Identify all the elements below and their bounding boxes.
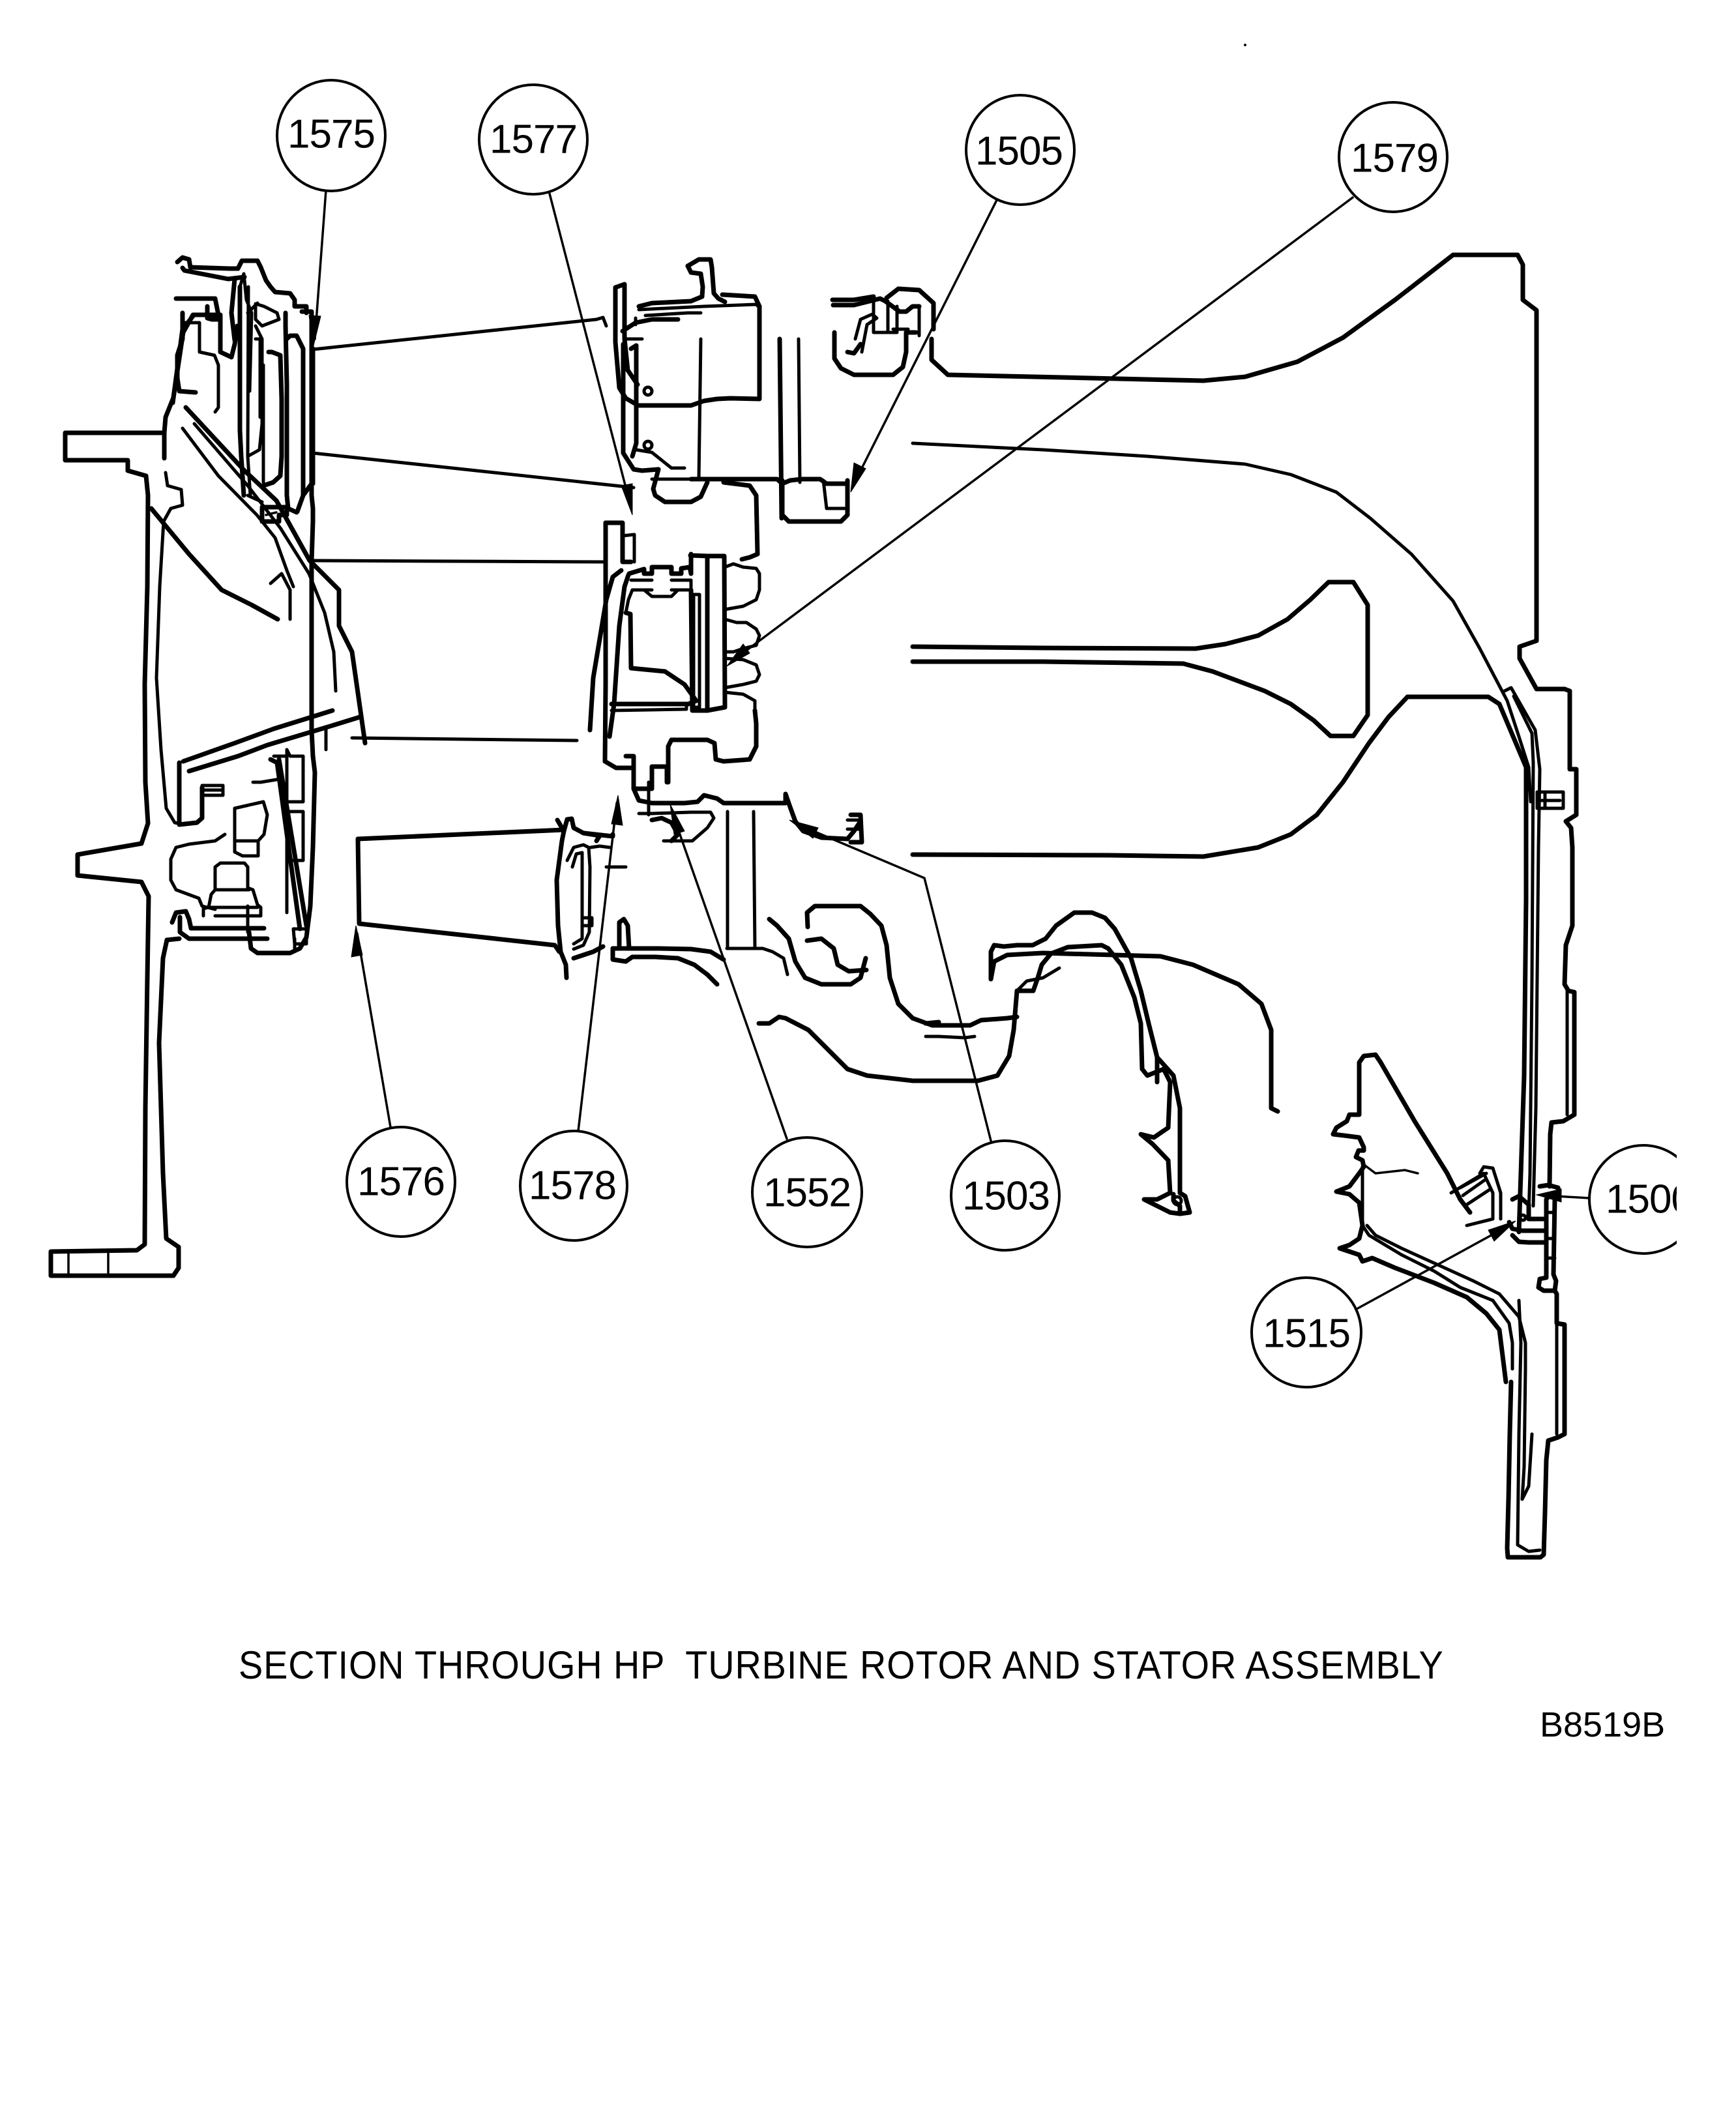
first-stage-disc-hub [169, 760, 282, 941]
arrow-icon [351, 925, 363, 958]
callout-label: 1552 [763, 1171, 851, 1216]
callout-balloon-icon [1250, 1276, 1362, 1388]
leader-1576 [356, 932, 392, 1128]
second-stage-ngv-lower [355, 816, 726, 987]
leader-1503 [795, 823, 992, 1142]
arrow-icon [308, 315, 321, 346]
second-stage-rotor [587, 480, 864, 976]
callout-label: 1503 [962, 1174, 1050, 1219]
callout-label: 1579 [1351, 136, 1438, 181]
callout-balloon-icon [965, 94, 1076, 206]
leader-1579 [730, 196, 1354, 663]
leader-1577 [548, 192, 632, 506]
leader-1552 [671, 811, 788, 1140]
callout-balloon-icon [1588, 1144, 1677, 1255]
arrow-icon [1535, 1188, 1562, 1203]
callout-label: 1515 [1263, 1312, 1350, 1357]
callout-label: 1500 [1606, 1177, 1693, 1222]
second-stage-ngv [613, 257, 936, 524]
arrow-icon [611, 795, 623, 826]
leader-1575 [314, 189, 327, 340]
callout-balloon-icon [478, 83, 589, 196]
callout-1579[interactable]: 1579 [1338, 101, 1449, 213]
figure-caption: SECTION THROUGH HP TURBINE ROTOR AND STA… [239, 1643, 1444, 1687]
callout-1578[interactable]: 1578 [519, 1130, 628, 1242]
callout-balloon-icon [276, 79, 387, 192]
arrow-icon [1488, 1220, 1516, 1242]
leader-lines [308, 189, 1591, 1310]
callout-balloons: 1575 1577 1505 1579 1576 1578 1552 1503 [276, 79, 1698, 1388]
figure-id: B8519B [1540, 1705, 1666, 1744]
arrow-icon [789, 819, 819, 839]
callout-label: 1576 [357, 1160, 445, 1205]
callout-label: 1575 [287, 112, 375, 157]
rear-lower-structure [756, 903, 1527, 1385]
callout-balloon-icon [751, 1136, 863, 1248]
print-speck [1244, 44, 1246, 46]
callout-label: 1505 [975, 129, 1063, 174]
callout-1515[interactable]: 1515 [1250, 1276, 1362, 1388]
callout-1575[interactable]: 1575 [276, 79, 387, 192]
leader-1505 [853, 199, 998, 485]
rear-casing [910, 252, 1579, 1560]
arrow-icon [621, 483, 633, 516]
callout-balloon-icon [1338, 101, 1449, 213]
callout-label: 1577 [490, 117, 577, 162]
callout-label: 1578 [529, 1164, 616, 1209]
arrow-icon [726, 643, 750, 667]
callout-1500[interactable]: 1500 [1588, 1144, 1698, 1255]
callout-1577[interactable]: 1577 [478, 83, 589, 196]
callout-balloon-icon [346, 1126, 456, 1238]
callout-1503[interactable]: 1503 [950, 1139, 1061, 1252]
leader-1578 [577, 802, 618, 1132]
callout-1552[interactable]: 1552 [751, 1136, 863, 1248]
callout-balloon-icon [519, 1130, 628, 1242]
first-stage-ngv-front [173, 255, 309, 524]
callout-balloon-icon [950, 1139, 1061, 1252]
leader-1515 [1357, 1225, 1509, 1310]
arrow-icon [850, 462, 866, 493]
callout-1505[interactable]: 1505 [965, 94, 1076, 206]
arrow-icon [669, 804, 685, 835]
callout-1576[interactable]: 1576 [346, 1126, 456, 1238]
